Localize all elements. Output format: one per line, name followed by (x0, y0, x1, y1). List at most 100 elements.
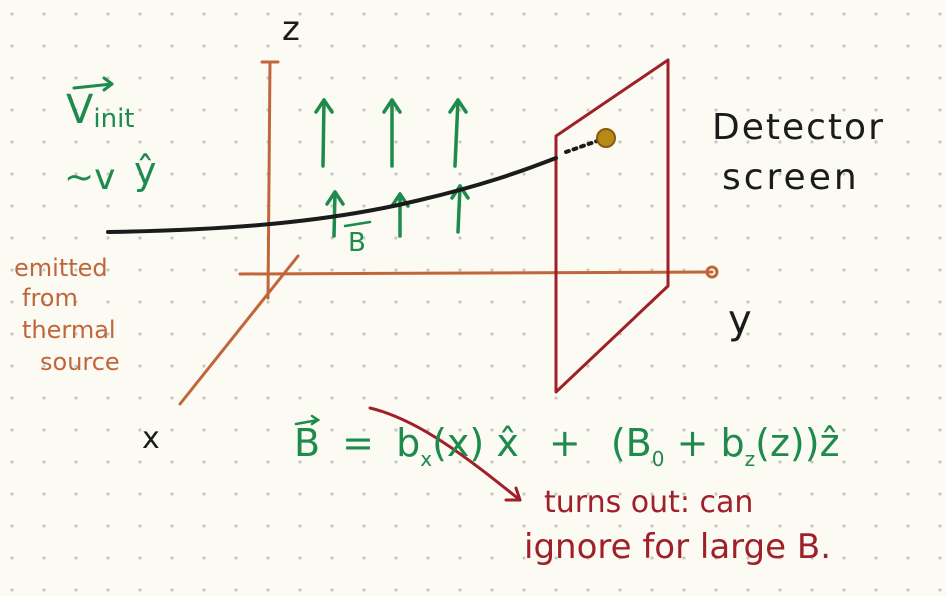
grid-dot (74, 460, 78, 464)
grid-dot (522, 460, 526, 464)
grid-dot (362, 588, 366, 592)
grid-dot (714, 428, 718, 432)
grid-dot (330, 492, 334, 496)
equation-term1-unit: x̂ (496, 421, 519, 465)
grid-dot (682, 300, 686, 304)
grid-dot (778, 12, 782, 16)
grid-dot (266, 460, 270, 464)
grid-dot (234, 588, 238, 592)
grid-dot (810, 428, 814, 432)
grid-dot (330, 44, 334, 48)
grid-dot (266, 300, 270, 304)
grid-dot (394, 492, 398, 496)
grid-dot (810, 396, 814, 400)
grid-dot (490, 268, 494, 272)
grid-dot (362, 300, 366, 304)
grid-dot (938, 492, 942, 496)
grid-dot (170, 204, 174, 208)
grid-dot (266, 492, 270, 496)
grid-dot (298, 524, 302, 528)
grid-dot (42, 76, 46, 80)
grid-dot (650, 172, 654, 176)
y-axis (238, 270, 714, 276)
grid-dot (842, 12, 846, 16)
grid-dot (458, 268, 462, 272)
grid-dot (778, 332, 782, 336)
grid-dot (778, 396, 782, 400)
grid-dot (458, 172, 462, 176)
grid-dot (778, 140, 782, 144)
grid-dot (746, 492, 750, 496)
grid-dot (330, 268, 334, 272)
grid-dot (426, 140, 430, 144)
velocity-vector-arrow (72, 76, 114, 92)
grid-dot (426, 204, 430, 208)
z-axis (266, 60, 272, 300)
grid-dot (298, 76, 302, 80)
grid-dot (522, 108, 526, 112)
grid-dot (874, 268, 878, 272)
grid-dot (714, 300, 718, 304)
grid-dot (138, 428, 142, 432)
grid-dot (490, 172, 494, 176)
grid-dot (458, 396, 462, 400)
grid-dot (106, 12, 110, 16)
grid-dot (298, 492, 302, 496)
grid-dot (106, 300, 110, 304)
grid-dot (682, 236, 686, 240)
grid-dot (522, 332, 526, 336)
grid-dot (10, 396, 14, 400)
field-label-vector-arrow (343, 220, 372, 228)
grid-dot (266, 44, 270, 48)
grid-dot (202, 268, 206, 272)
grid-dot (394, 428, 398, 432)
grid-dot (426, 236, 430, 240)
grid-dot (42, 556, 46, 560)
grid-dot (138, 172, 142, 176)
grid-dot (490, 524, 494, 528)
grid-dot (522, 140, 526, 144)
grid-dot (362, 172, 366, 176)
grid-dot (618, 76, 622, 80)
grid-dot (522, 204, 526, 208)
grid-dot (394, 396, 398, 400)
grid-dot (394, 236, 398, 240)
grid-dot (458, 492, 462, 496)
grid-dot (618, 108, 622, 112)
grid-dot (362, 76, 366, 80)
grid-dot (554, 44, 558, 48)
grid-dot (586, 588, 590, 592)
equation-term2-b: b (720, 421, 745, 465)
grid-dot (458, 332, 462, 336)
grid-dot (746, 236, 750, 240)
grid-dot (202, 12, 206, 16)
equation-vector-arrow (294, 414, 321, 426)
x-axis-label: x (142, 421, 160, 456)
grid-dot (458, 44, 462, 48)
grid-dot (202, 204, 206, 208)
grid-dot (234, 524, 238, 528)
grid-dot (490, 108, 494, 112)
grid-dot (234, 364, 238, 368)
grid-dot (298, 44, 302, 48)
grid-dot (906, 12, 910, 16)
grid-dot (842, 172, 846, 176)
grid-dot (746, 588, 750, 592)
grid-dot (714, 204, 718, 208)
grid-dot (362, 460, 366, 464)
grid-dot (234, 460, 238, 464)
grid-dot (10, 268, 14, 272)
grid-dot (138, 268, 142, 272)
grid-dot (10, 524, 14, 528)
grid-dot (138, 524, 142, 528)
grid-dot (522, 268, 526, 272)
grid-dot (330, 556, 334, 560)
grid-dot (394, 12, 398, 16)
grid-dot (106, 204, 110, 208)
grid-dot (906, 140, 910, 144)
grid-dot (714, 140, 718, 144)
grid-dot (842, 140, 846, 144)
grid-dot (42, 108, 46, 112)
grid-dot (554, 492, 558, 496)
